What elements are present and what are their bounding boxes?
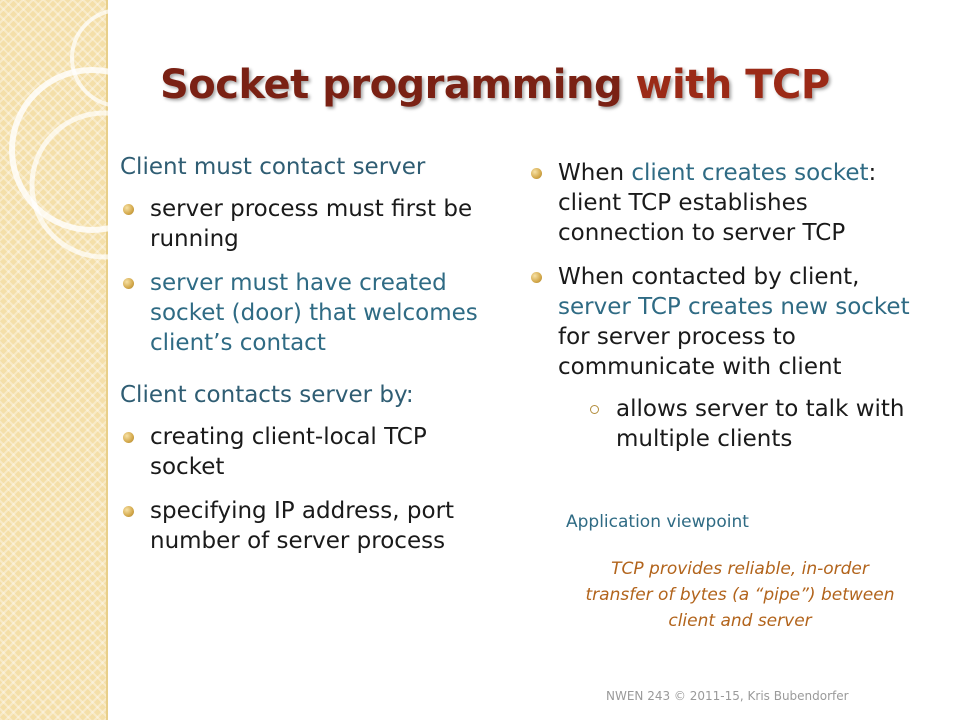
list-item: When contacted by client, server TCP cre… xyxy=(528,262,938,454)
bullet-text: specifying IP address, port number of se… xyxy=(150,498,455,554)
left-bullet-list-2: creating client-local TCP socket specify… xyxy=(120,422,502,556)
bullet-icon xyxy=(123,204,134,215)
list-item: specifying IP address, port number of se… xyxy=(120,496,502,556)
sub-list-item: allows server to talk with multiple clie… xyxy=(558,394,938,454)
list-item: When client creates socket: client TCP e… xyxy=(528,158,938,248)
decorative-circles xyxy=(9,8,179,260)
bullet-text-highlight: server TCP creates new socket xyxy=(558,294,910,320)
bullet-text-post: : client TCP establishes connection to s… xyxy=(558,160,877,246)
list-item: creating client-local TCP socket xyxy=(120,422,502,482)
slide-title: Socket programming with TCP xyxy=(160,62,920,108)
list-item: server process must first be running xyxy=(120,194,502,254)
bullet-icon xyxy=(531,272,542,283)
right-bullet-list: When client creates socket: client TCP e… xyxy=(528,158,938,454)
list-item: server must have created socket (door) t… xyxy=(120,268,502,358)
bullet-icon xyxy=(123,432,134,443)
right-column: When client creates socket: client TCP e… xyxy=(528,158,938,468)
viewpoint-label: Application viewpoint xyxy=(566,512,749,532)
bullet-icon xyxy=(123,278,134,289)
left-column: Client must contact server server proces… xyxy=(120,152,502,570)
sub-bullet-text: allows server to talk with multiple clie… xyxy=(616,396,905,452)
bullet-text-post: for server process to communicate with c… xyxy=(558,324,842,380)
viewpoint-text: TCP provides reliable, in-order transfer… xyxy=(585,559,895,631)
left-heading-1: Client must contact server xyxy=(120,154,426,180)
bullet-icon xyxy=(123,506,134,517)
bullet-text-pre: When xyxy=(558,160,632,186)
bullet-text: creating client-local TCP socket xyxy=(150,424,427,480)
bullet-text: server process must first be running xyxy=(150,196,473,252)
footer: NWEN 243 © 2011-15, Kris Bubendorfer xyxy=(606,689,849,703)
bullet-text: server must have created socket (door) t… xyxy=(150,270,478,356)
left-heading-2: Client contacts server by: xyxy=(120,382,414,408)
title-part2: with TCP xyxy=(635,62,831,108)
bullet-text-pre: When contacted by client, xyxy=(558,264,860,290)
bullet-text-highlight: client creates socket xyxy=(631,160,869,186)
left-bullet-list-1: server process must first be running ser… xyxy=(120,194,502,358)
title-part1: Socket programming xyxy=(160,62,636,108)
bullet-icon xyxy=(531,168,542,179)
sub-bullet-icon xyxy=(590,405,599,414)
